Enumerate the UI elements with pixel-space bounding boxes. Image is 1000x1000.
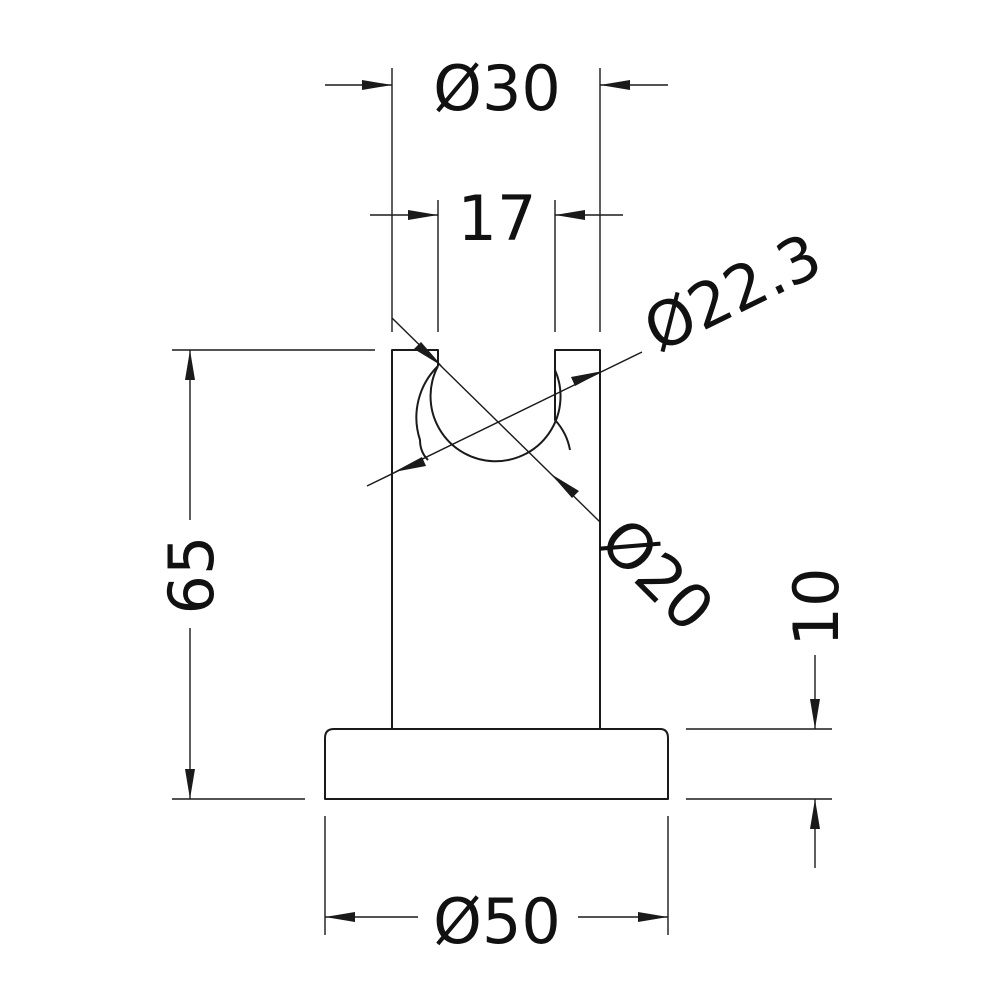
arrow-bore-outer-left [394, 457, 426, 472]
arrow-slot-left [408, 210, 438, 220]
label-base-thickness: 10 [780, 568, 853, 647]
arrow-top-left [362, 80, 392, 90]
part-outline [324, 349, 669, 800]
label-bore-inner-diameter: Ø20 [586, 504, 728, 646]
arrow-bore-inner-bottom [551, 474, 579, 498]
bore-edge-left [415, 365, 439, 461]
arrow-bore-inner-top [414, 342, 442, 366]
arrowheads [185, 80, 820, 922]
arrow-height-bottom [185, 769, 195, 799]
bore-edge-right [554, 370, 571, 451]
bore-circle [429, 365, 562, 463]
extension-lines [172, 68, 832, 935]
label-total-height: 65 [155, 536, 228, 615]
arrow-height-top [185, 350, 195, 380]
post-body [391, 349, 601, 729]
arrow-base-right [638, 912, 668, 922]
arrow-slot-right [555, 210, 585, 220]
dimension-labels: Ø30 17 Ø22.3 Ø20 65 10 Ø50 [155, 52, 853, 958]
arrow-base-left [325, 912, 355, 922]
arrow-base-bottom [810, 799, 820, 829]
arrow-base-top [810, 699, 820, 729]
arrow-top-right [600, 80, 630, 90]
label-top-diameter: Ø30 [433, 52, 561, 125]
label-slot-width: 17 [458, 182, 537, 255]
base-plate [324, 728, 669, 800]
arrow-bore-outer-right [571, 371, 603, 386]
label-base-diameter: Ø50 [433, 885, 561, 958]
label-bore-outer-diameter: Ø22.3 [633, 219, 833, 367]
